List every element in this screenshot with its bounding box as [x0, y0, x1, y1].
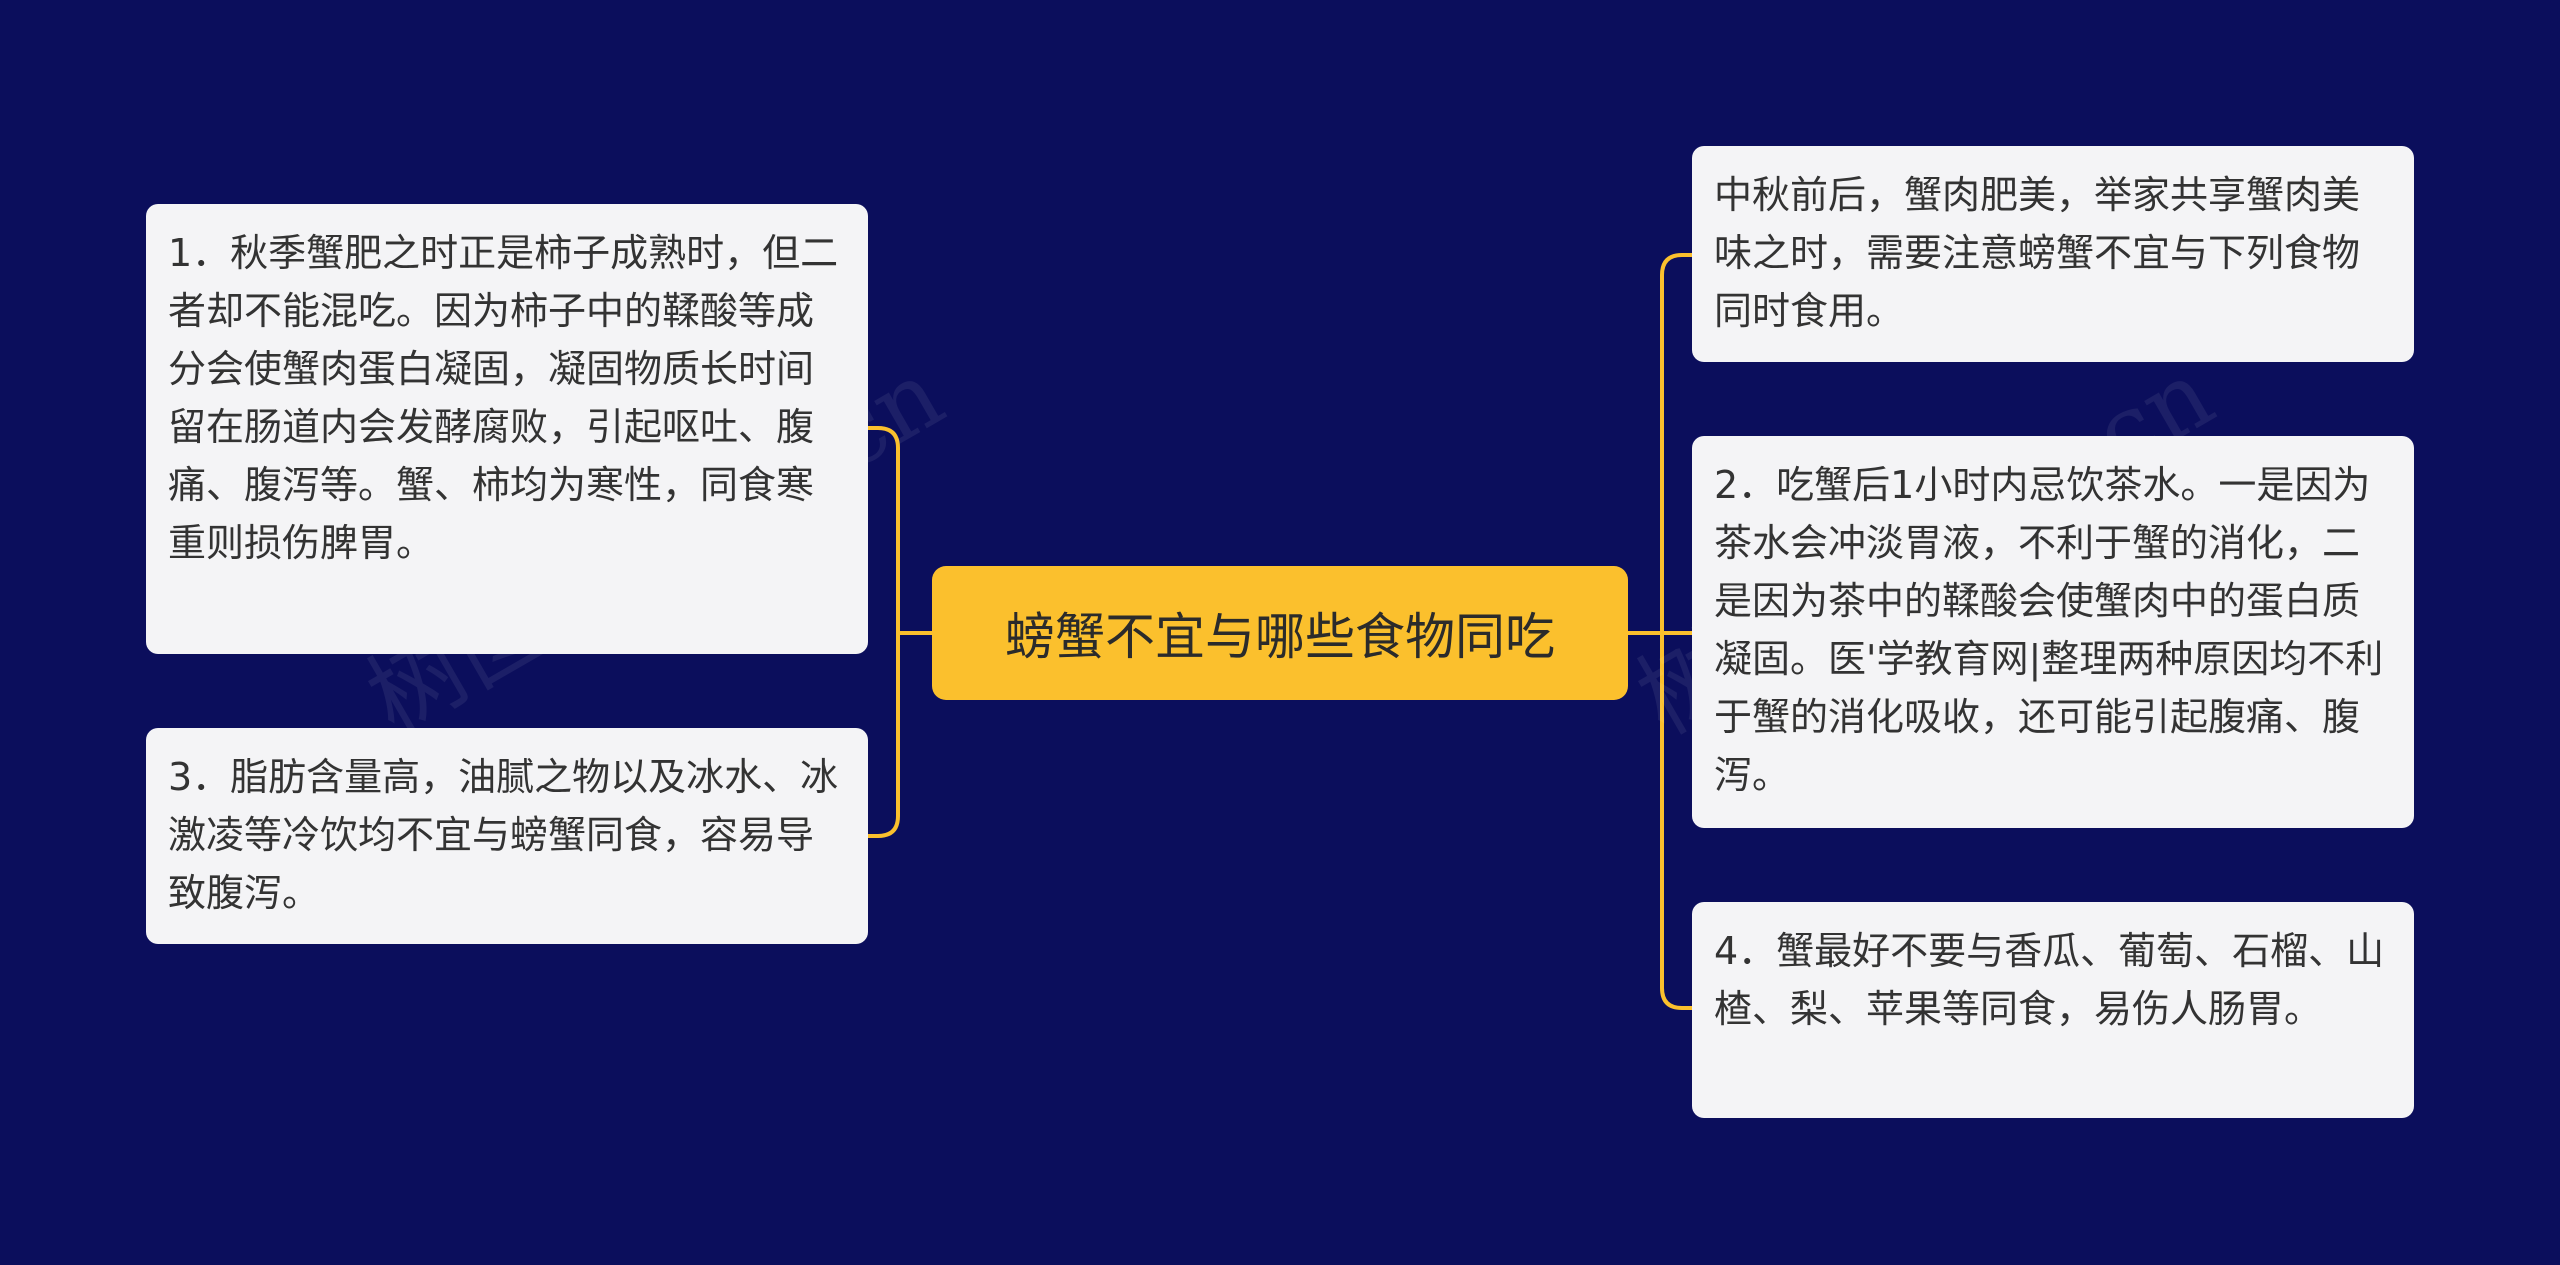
topic-node-intro[interactable]: 中秋前后，蟹肉肥美，举家共享蟹肉美味之时，需要注意螃蟹不宜与下列食物同时食用。 [1692, 146, 2414, 362]
topic-node-fatty-cold-food[interactable]: 3．脂肪含量高，油腻之物以及冰水、冰激凌等冷饮均不宜与螃蟹同食，容易导致腹泻。 [146, 728, 868, 944]
root-topic[interactable]: 螃蟹不宜与哪些食物同吃 [932, 566, 1628, 700]
connector-left-1 [868, 426, 900, 633]
topic-node-persimmon[interactable]: 1．秋季蟹肥之时正是柿子成熟时，但二者却不能混吃。因为柿子中的鞣酸等成分会使蟹肉… [146, 204, 868, 654]
topic-node-text: 3．脂肪含量高，油腻之物以及冰水、冰激凌等冷饮均不宜与螃蟹同食，容易导致腹泻。 [168, 755, 839, 915]
topic-node-tea[interactable]: 2．吃蟹后1小时内忌饮茶水。一是因为茶水会冲淡胃液，不利于蟹的消化，二是因为茶中… [1692, 436, 2414, 828]
topic-node-text: 1．秋季蟹肥之时正是柿子成熟时，但二者却不能混吃。因为柿子中的鞣酸等成分会使蟹肉… [168, 231, 839, 565]
connector-right-3 [1660, 633, 1692, 1010]
topic-node-text: 2．吃蟹后1小时内忌饮茶水。一是因为茶水会冲淡胃液，不利于蟹的消化，二是因为茶中… [1714, 463, 2384, 797]
topic-node-fruits[interactable]: 4．蟹最好不要与香瓜、葡萄、石榴、山楂、梨、苹果等同食，易伤人肠胃。 [1692, 902, 2414, 1118]
connector-left-2 [868, 633, 900, 838]
topic-node-text: 中秋前后，蟹肉肥美，举家共享蟹肉美味之时，需要注意螃蟹不宜与下列食物同时食用。 [1714, 173, 2361, 333]
connector-right-1 [1660, 253, 1692, 633]
topic-node-text: 4．蟹最好不要与香瓜、葡萄、石榴、山楂、梨、苹果等同食，易伤人肠胃。 [1714, 929, 2385, 1031]
root-topic-label: 螃蟹不宜与哪些食物同吃 [1005, 608, 1555, 666]
